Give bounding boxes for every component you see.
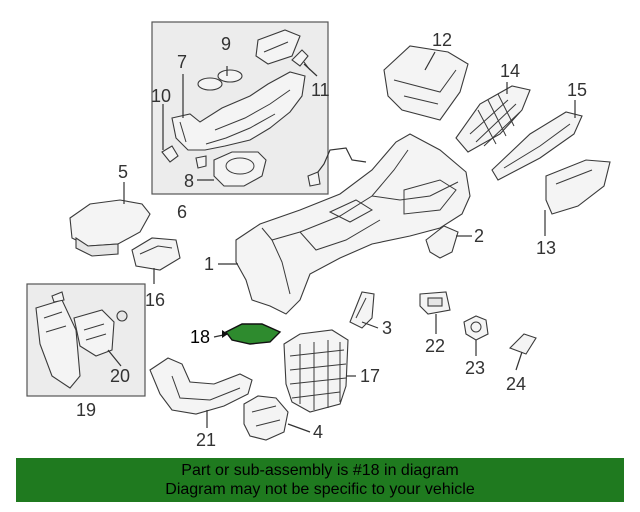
callout-22: 22	[425, 336, 445, 356]
part-20	[73, 309, 128, 357]
callout-9: 9	[221, 34, 231, 54]
callout-7: 7	[177, 52, 187, 72]
callout-21: 21	[196, 430, 216, 450]
part-3	[349, 291, 375, 329]
callout-20: 20	[110, 366, 130, 386]
callout-2: 2	[474, 226, 484, 246]
callout-19: 19	[76, 400, 96, 420]
callout-18: 18	[190, 327, 210, 347]
part-22	[419, 291, 451, 315]
banner-line-2: Diagram may not be specific to your vehi…	[165, 481, 475, 498]
part-12	[383, 45, 469, 121]
part-24	[509, 333, 537, 355]
part-insert	[255, 29, 301, 65]
part-17	[283, 329, 349, 413]
part-21	[149, 357, 253, 415]
wiring-harness	[307, 147, 367, 187]
part-15	[491, 111, 583, 181]
callout-16: 16	[145, 290, 165, 310]
part-clips	[51, 291, 65, 303]
part-19	[35, 299, 81, 389]
part-7	[171, 71, 306, 151]
callout-17: 17	[360, 366, 380, 386]
part-2	[425, 225, 459, 259]
callout-10: 10	[151, 86, 171, 106]
callout-23: 23	[465, 358, 485, 378]
callout-12: 12	[432, 30, 452, 50]
part-4	[243, 395, 289, 441]
callout-13: 13	[536, 238, 556, 258]
callout-3: 3	[382, 318, 392, 338]
callout-14: 14	[500, 61, 520, 81]
part-23	[463, 315, 489, 341]
parts-diagram: 9 7 10 11 8 6 12 14 15 5 13 2 1 16 3 22 …	[26, 21, 611, 450]
callout-5: 5	[118, 162, 128, 182]
part-14	[455, 85, 531, 153]
part-16	[131, 237, 181, 271]
part-13	[545, 159, 611, 215]
part-18-highlight	[224, 323, 282, 345]
part-5	[69, 199, 151, 257]
info-banner: Part or sub-assembly is #18 in diagram D…	[16, 458, 624, 502]
callout-1: 1	[204, 254, 214, 274]
callout-8: 8	[184, 171, 194, 191]
part-8	[195, 151, 267, 187]
callout-11: 11	[311, 80, 330, 100]
callout-24: 24	[506, 374, 526, 394]
callout-labels: 9 7 10 11 8 6 12 14 15 5 13 2 1 16 3 22 …	[76, 30, 587, 450]
part-10	[161, 145, 179, 163]
callout-6: 6	[177, 202, 187, 222]
part-18-shape	[224, 323, 282, 345]
leader-lines	[107, 51, 576, 433]
callout-4: 4	[313, 422, 323, 442]
part-9	[197, 69, 243, 91]
part-1	[235, 133, 471, 315]
callout-15: 15	[567, 80, 587, 100]
banner-line-1: Part or sub-assembly is #18 in diagram	[181, 462, 459, 479]
